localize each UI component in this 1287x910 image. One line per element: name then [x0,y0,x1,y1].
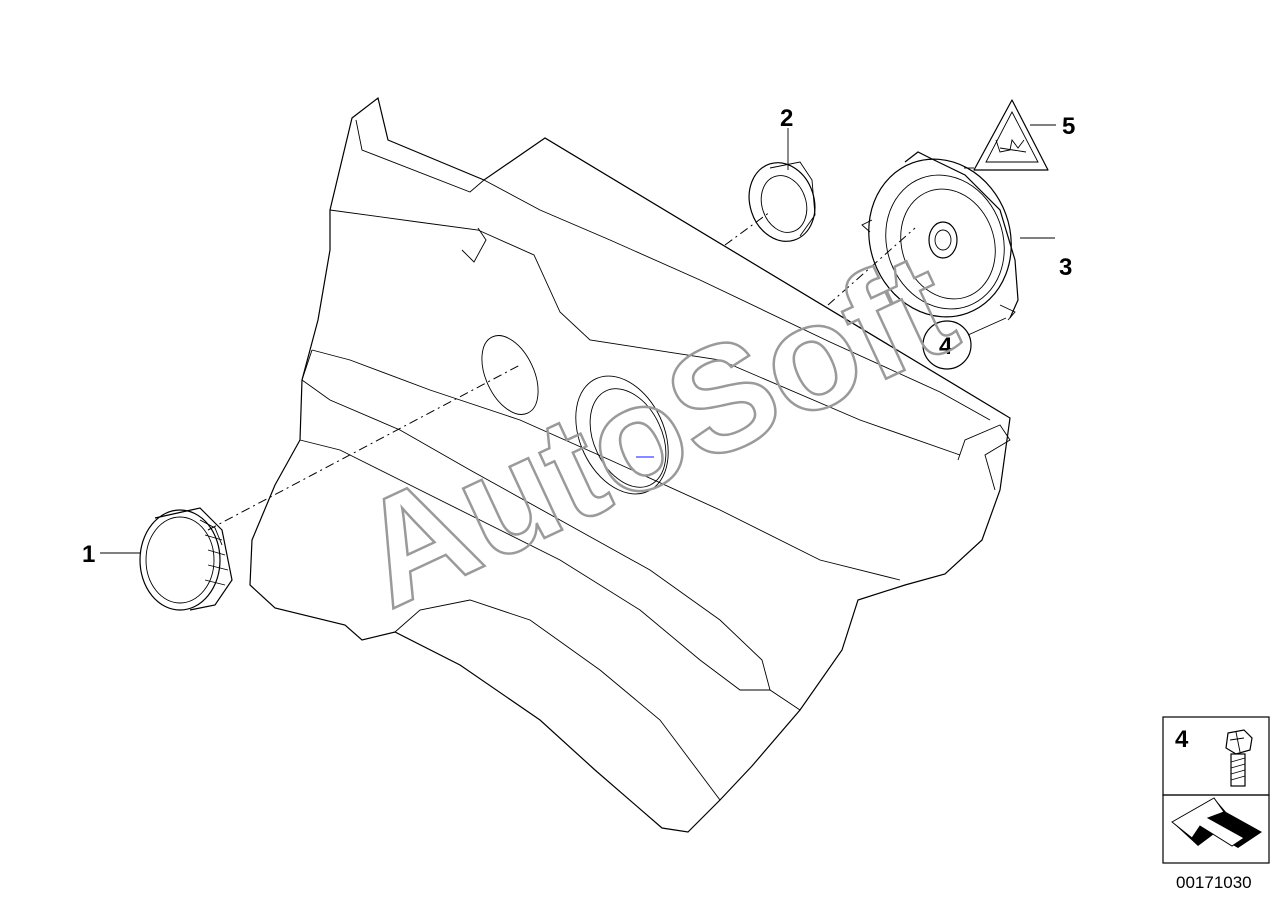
part-5-warning-label [973,99,1049,171]
door-trim-panel [249,96,1011,833]
leader-lines [100,124,1056,554]
part-1-tweeter [139,507,233,611]
bolt-icon [1225,729,1253,787]
part-3-speaker [861,151,1019,321]
assembly-lines [207,211,916,531]
callout-1: 1 [82,541,95,568]
callout-5: 5 [1062,113,1075,140]
part-2-ring [748,161,816,242]
direction-arrow-icon [1171,797,1262,848]
callout-4-circle [922,320,972,370]
callout-3: 3 [1059,254,1072,281]
diagram-code: 00171030 [1176,873,1252,892]
watermark: AutoSoft [333,219,978,639]
legend-bolt-label: 4 [1175,726,1189,753]
callout-2: 2 [780,105,793,132]
legend-box: 4 [1162,716,1270,864]
callout-4: 4 [939,333,953,360]
